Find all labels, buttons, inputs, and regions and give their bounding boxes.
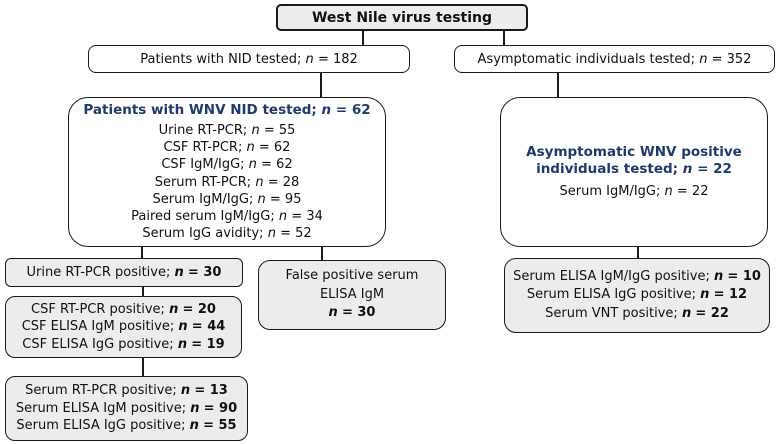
connector-top-to-asym: [503, 30, 505, 46]
asymptomatic-tested-label: Asymptomatic individuals tested; n = 352: [477, 51, 752, 67]
serum-vnt-positive: Serum VNT positive; n = 22: [545, 305, 729, 321]
csf-elisa-igm-positive: CSF ELISA IgM positive; n = 44: [21, 319, 226, 335]
false-positive-count: n = 30: [328, 305, 376, 321]
asymptomatic-tested-box: Asymptomatic individuals tested; n = 352: [454, 45, 775, 73]
test-line-csf-igm-igg: CSF IgM/IgG; n = 62: [161, 157, 293, 173]
asymptomatic-wnv-positive-box: Asymptomatic WNV positive individuals te…: [500, 97, 768, 247]
serum-rtpcr-positive: Serum RT-PCR positive; n = 13: [25, 383, 228, 399]
csf-rtpcr-positive: CSF RT-PCR positive; n = 20: [31, 301, 216, 317]
serum-elisa-igg-positive: Serum ELISA IgG positive; n = 55: [16, 418, 237, 434]
test-line-urine-rtpcr: Urine RT-PCR; n = 55: [158, 122, 296, 138]
connector-nid-to-wnvnid: [320, 72, 322, 98]
title-box: West Nile virus testing: [276, 4, 528, 31]
connector-wnvnid-to-falsepos: [321, 245, 323, 261]
false-positive-box: False positive serum ELISA IgM n = 30: [258, 260, 446, 330]
serum-results-box: Serum RT-PCR positive; n = 13 Serum ELIS…: [5, 376, 248, 441]
connector-csf-to-serum: [142, 357, 144, 377]
csf-elisa-igg-positive: CSF ELISA IgG positive; n = 19: [22, 336, 225, 352]
test-line-paired-serum: Paired serum IgM/IgG; n = 34: [131, 208, 323, 224]
patients-nid-tested-label: Patients with NID tested; n = 182: [140, 51, 358, 67]
csf-results-box: CSF RT-PCR positive; n = 20 CSF ELISA Ig…: [5, 296, 242, 358]
diagram-title: West Nile virus testing: [311, 9, 493, 26]
test-line-serum-igm-igg: Serum IgM/IgG; n = 95: [152, 191, 302, 207]
serum-elisa-igm-positive: Serum ELISA IgM positive; n = 90: [15, 400, 238, 416]
test-line-serum-rtpcr: Serum RT-PCR; n = 28: [154, 174, 300, 190]
asymptomatic-results-box: Serum ELISA IgM/IgG positive; n = 10 Ser…: [504, 258, 770, 333]
connector-asymwnv-to-results: [637, 245, 639, 259]
connector-asym-to-asymwnv: [557, 72, 559, 98]
connector-top-to-nid: [362, 30, 364, 46]
urine-positive-label: Urine RT-PCR positive; n = 30: [26, 265, 222, 280]
false-positive-line2: ELISA IgM: [319, 286, 385, 302]
connector-urine-to-csf: [142, 286, 144, 297]
asym-wnv-header-line2: individuals tested; n = 22: [536, 160, 732, 177]
asym-wnv-header-line1: Asymptomatic WNV positive: [526, 144, 742, 160]
serum-elisa-igg-positive-asym: Serum ELISA IgG positive; n = 12: [526, 287, 748, 303]
false-positive-line1: False positive serum: [285, 268, 419, 284]
test-line-igg-avidity: Serum IgG avidity; n = 52: [142, 226, 312, 242]
patients-nid-tested-box: Patients with NID tested; n = 182: [88, 45, 410, 73]
asym-wnv-test-line: Serum IgM/IgG; n = 22: [559, 184, 709, 199]
urine-positive-box: Urine RT-PCR positive; n = 30: [5, 258, 243, 287]
connector-wnvnid-to-urine: [141, 245, 143, 259]
test-line-csf-rtpcr: CSF RT-PCR; n = 62: [163, 140, 291, 156]
serum-elisa-igm-igg-positive: Serum ELISA IgM/IgG positive; n = 10: [513, 269, 761, 285]
wnv-nid-tested-header: Patients with WNV NID tested; n = 62: [83, 101, 371, 118]
wnv-nid-tested-box: Patients with WNV NID tested; n = 62 Uri…: [68, 97, 386, 247]
